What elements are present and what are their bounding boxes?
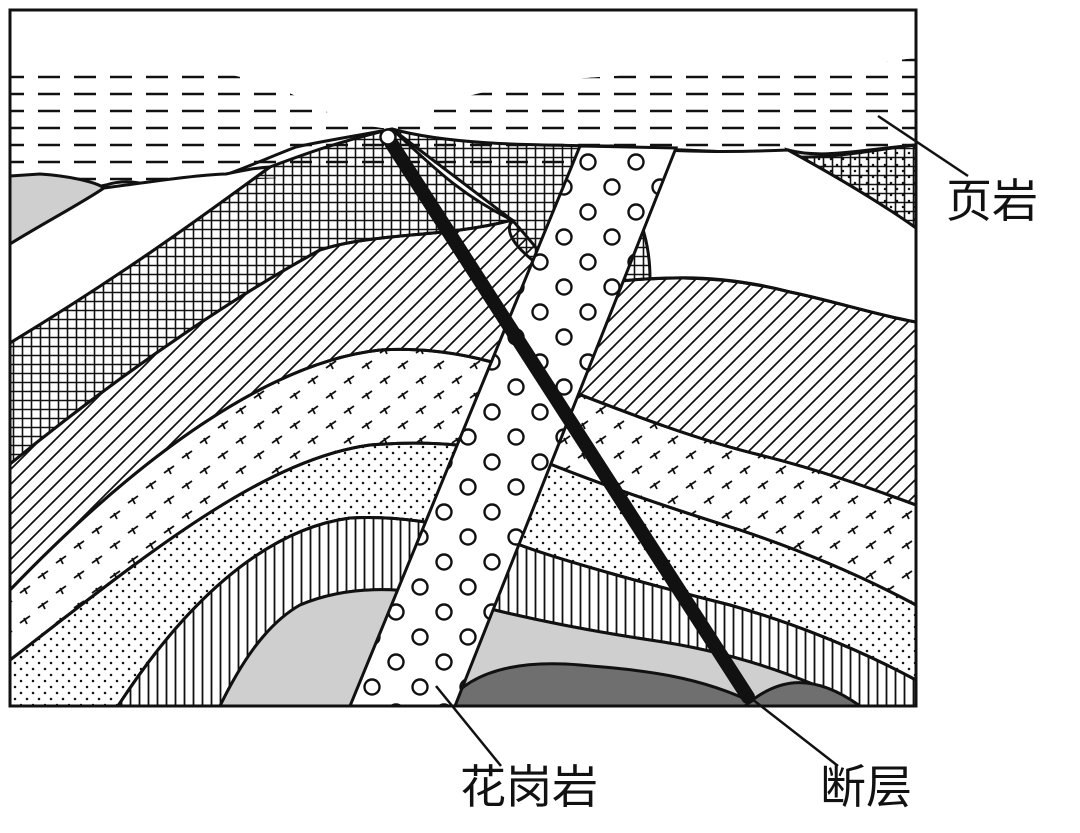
- shale-label: 页岩: [946, 174, 1038, 228]
- fault-line: [381, 131, 755, 704]
- deep-dark-layer-right: [742, 681, 863, 706]
- granite-texture: [350, 146, 676, 706]
- granite-label: 花岗岩: [460, 760, 598, 814]
- upper-surface: [10, 10, 916, 129]
- granite-leader-line: [435, 685, 502, 767]
- deep-dark-layer: [443, 662, 761, 706]
- diagram-frame: [8, 8, 918, 708]
- shale-leader-line: [877, 114, 969, 178]
- fault-leader-line: [751, 698, 839, 767]
- fault-top-marker: [379, 128, 397, 146]
- fault-label: 断层: [820, 760, 912, 814]
